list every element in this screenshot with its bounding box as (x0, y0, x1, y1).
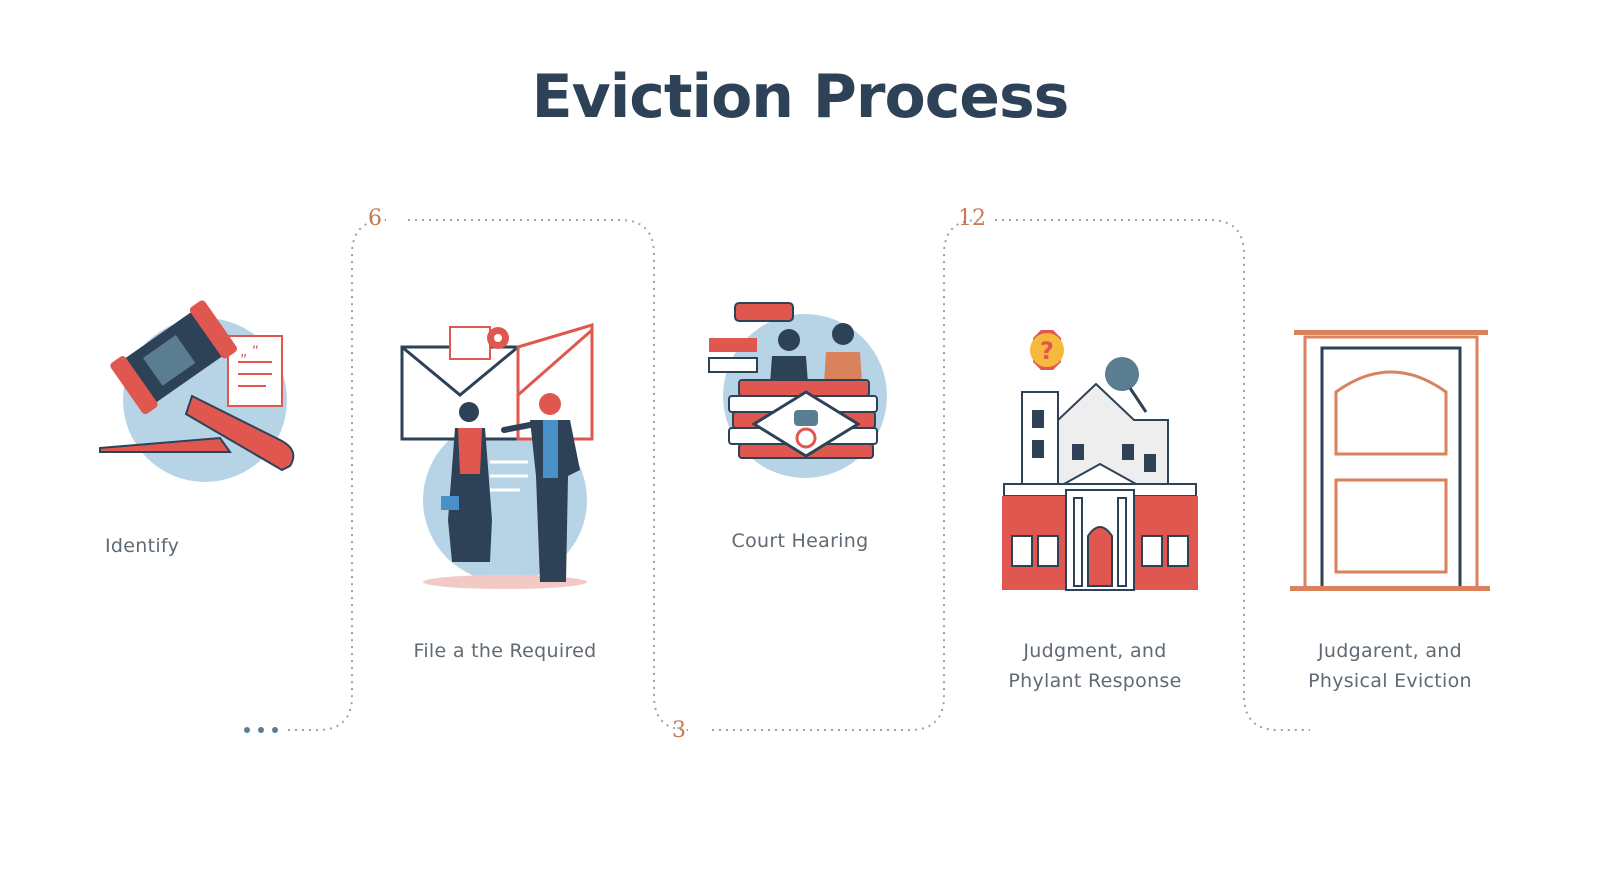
step-label-judgment-line2: Phylant Response (1008, 670, 1182, 692)
step-label-eviction: Judgarent, and Physical Eviction (1280, 636, 1500, 696)
page-title: Eviction Process (531, 62, 1070, 132)
step-number-3: 3 (672, 718, 686, 743)
courthouse-icon: ? (1002, 330, 1198, 591)
door-icon (1290, 330, 1490, 591)
serve-notice-icon (400, 322, 594, 589)
gavel-icon: „ ” (99, 300, 295, 482)
step-label-eviction-line2: Physical Eviction (1308, 670, 1472, 692)
step-label-identify: Identify (105, 535, 180, 557)
step-label-file: File a the Required (413, 640, 597, 662)
step-number-12: 12 (958, 206, 986, 231)
ellipsis-dots (244, 727, 278, 733)
step-label-court-hearing: Court Hearing (731, 530, 869, 552)
step-label-judgment: Judgment, and Phylant Response (985, 636, 1205, 696)
step-label-eviction-line1: Judgarent, and (1317, 640, 1462, 662)
step-number-6: 6 (368, 206, 382, 231)
svg-text:?: ? (1040, 337, 1054, 365)
dotted-connector (288, 219, 1310, 731)
svg-text:„ ”: „ ” (240, 344, 259, 360)
court-hearing-icon (708, 302, 887, 478)
step-label-judgment-line1: Judgment, and (1023, 640, 1167, 662)
